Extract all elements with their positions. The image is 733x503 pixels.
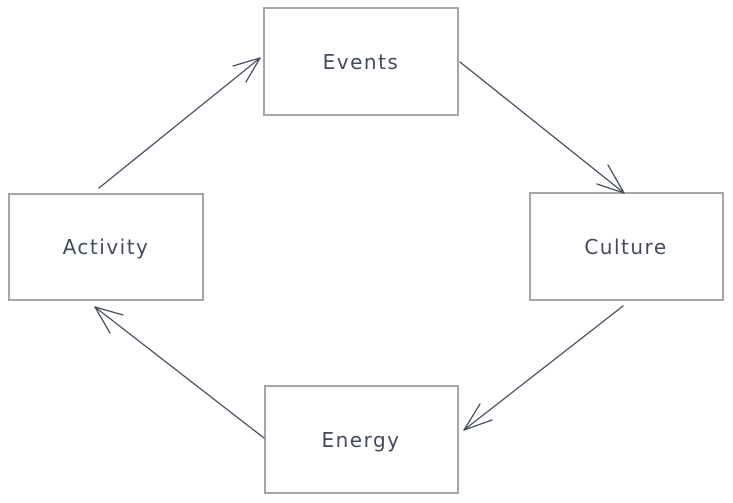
node-culture-label: Culture — [584, 235, 667, 259]
arrowhead-icon — [245, 57, 261, 83]
node-energy-label: Energy — [321, 428, 400, 452]
node-culture[interactable]: Culture — [529, 192, 724, 301]
arrow-culture-to-energy[interactable] — [463, 305, 624, 431]
node-energy[interactable]: Energy — [264, 385, 459, 494]
node-events[interactable]: Events — [263, 7, 459, 116]
node-activity-label: Activity — [63, 235, 150, 259]
arrowhead-icon — [463, 403, 481, 431]
arrowhead-icon — [463, 419, 493, 431]
arrow-events-to-culture[interactable] — [459, 61, 625, 194]
node-activity[interactable]: Activity — [8, 193, 204, 301]
arrowhead-icon — [94, 306, 124, 316]
node-energy-box[interactable] — [264, 385, 459, 494]
arrowhead-icon — [94, 306, 111, 334]
arrowhead-icon — [232, 57, 261, 67]
node-events-label: Events — [323, 50, 400, 74]
arrowhead-icon — [607, 164, 625, 194]
node-activity-box[interactable] — [8, 193, 204, 301]
arrow-energy-to-activity[interactable] — [94, 306, 265, 439]
node-culture-box[interactable] — [529, 192, 724, 301]
node-events-box[interactable] — [263, 7, 459, 116]
arrow-activity-to-events[interactable] — [98, 57, 261, 189]
arrowhead-icon — [596, 183, 625, 194]
